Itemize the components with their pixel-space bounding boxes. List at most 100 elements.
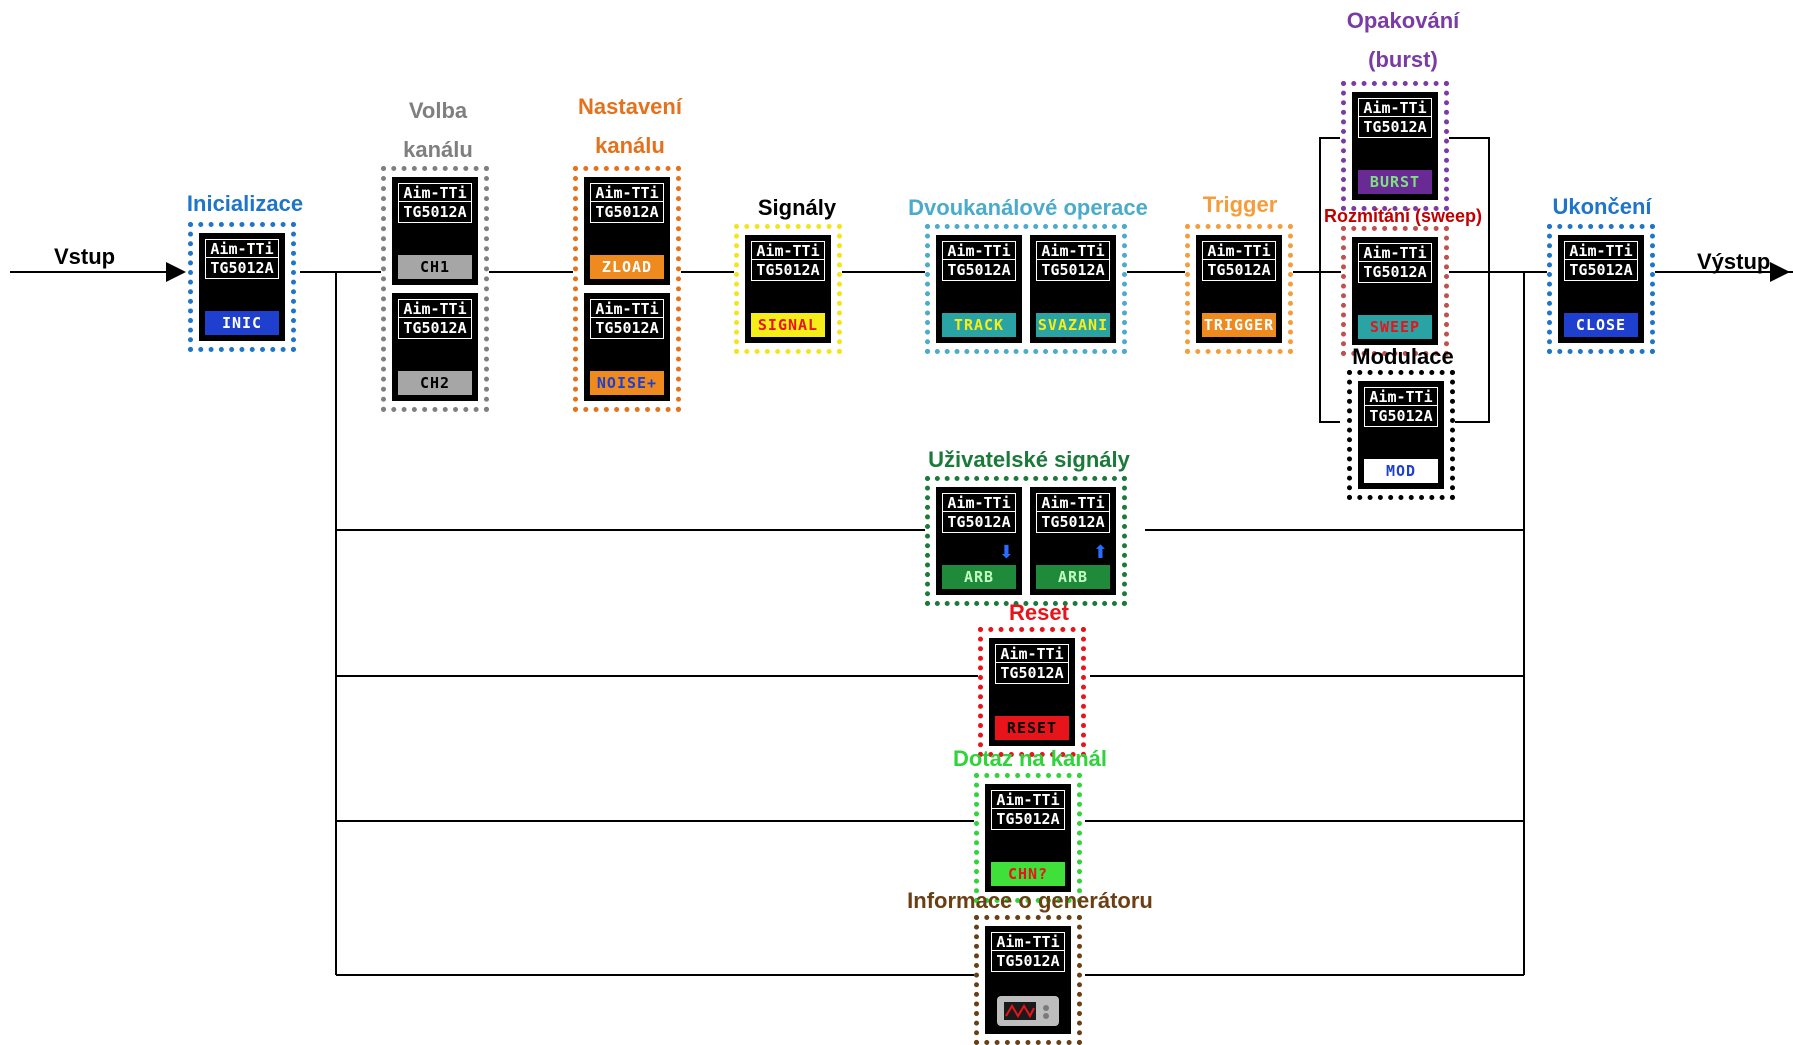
vi-model: TG5012A xyxy=(991,808,1065,830)
vi-model: TG5012A xyxy=(1036,511,1110,533)
mod-label: Modulace xyxy=(1352,344,1454,369)
channel-group: Aim-TTi TG5012A CH1 Aim-TTi TG5012A CH2 xyxy=(381,166,489,412)
track-vi-icon[interactable]: Aim-TTi TG5012A TRACK xyxy=(936,235,1022,343)
info-vi-icon[interactable]: Aim-TTi TG5012A xyxy=(985,926,1071,1034)
channel-label-line2: kanálu xyxy=(403,137,473,162)
noise-func: NOISE+ xyxy=(590,371,664,395)
query-vi-icon[interactable]: Aim-TTi TG5012A CHN? xyxy=(985,784,1071,892)
vi-brand: Aim-TTi xyxy=(1202,241,1276,260)
burst-label-line2: (burst) xyxy=(1368,47,1438,72)
vi-model: TG5012A xyxy=(398,317,472,339)
vi-brand: Aim-TTi xyxy=(398,183,472,202)
vi-model: TG5012A xyxy=(942,511,1016,533)
vi-brand: Aim-TTi xyxy=(1036,493,1110,512)
query-label: Dotaz na kanál xyxy=(952,746,1108,771)
arrow-down-icon: ⬇ xyxy=(998,542,1014,563)
arb-upload-vi-icon[interactable]: Aim-TTi TG5012A ⬆ ARB xyxy=(1030,487,1116,595)
vi-brand: Aim-TTi xyxy=(1036,241,1110,260)
init-group: Aim-TTi TG5012A INIC xyxy=(188,222,296,352)
vi-brand: Aim-TTi xyxy=(751,241,825,260)
input-label: Vstup xyxy=(54,244,116,269)
close-func: CLOSE xyxy=(1564,313,1638,337)
signals-label: Signály xyxy=(757,195,837,220)
arb-upload-func: ARB xyxy=(1036,565,1110,589)
reset-vi-icon[interactable]: Aim-TTi TG5012A RESET xyxy=(989,638,1075,746)
close-group: Aim-TTi TG5012A CLOSE xyxy=(1547,224,1655,354)
sweep-vi-icon[interactable]: Aim-TTi TG5012A SWEEP xyxy=(1352,237,1438,345)
vi-model: TG5012A xyxy=(1202,259,1276,281)
vi-model: TG5012A xyxy=(751,259,825,281)
dual-label: Dvoukanálové operace xyxy=(908,195,1148,220)
vi-model: TG5012A xyxy=(1036,259,1110,281)
vi-brand: Aim-TTi xyxy=(942,493,1016,512)
burst-label-line1: Opakování xyxy=(1346,8,1460,33)
reset-func: RESET xyxy=(995,716,1069,740)
trigger-label: Trigger xyxy=(1202,192,1278,217)
vi-model: TG5012A xyxy=(942,259,1016,281)
vi-model: TG5012A xyxy=(995,662,1069,684)
reset-group: Aim-TTi TG5012A RESET xyxy=(978,627,1086,757)
mod-vi-icon[interactable]: Aim-TTi TG5012A MOD xyxy=(1358,381,1444,489)
burst-group: Aim-TTi TG5012A BURST xyxy=(1341,81,1449,211)
zload-vi-icon[interactable]: Aim-TTi TG5012A ZLOAD xyxy=(584,177,670,285)
vi-brand: Aim-TTi xyxy=(991,932,1065,951)
arb-download-vi-icon[interactable]: Aim-TTi TG5012A ⬇ ARB xyxy=(936,487,1022,595)
vi-model: TG5012A xyxy=(590,317,664,339)
arb-label: Uživatelské signály xyxy=(928,447,1130,472)
vi-brand: Aim-TTi xyxy=(1564,241,1638,260)
dual-group: Aim-TTi TG5012A TRACK Aim-TTi TG5012A SV… xyxy=(925,224,1127,354)
burst-vi-icon[interactable]: Aim-TTi TG5012A BURST xyxy=(1352,92,1438,200)
track-func: TRACK xyxy=(942,313,1016,337)
reset-label: Reset xyxy=(1009,600,1069,625)
vi-model: TG5012A xyxy=(991,950,1065,972)
svazani-func: SVAZANI xyxy=(1036,313,1110,337)
vi-brand: Aim-TTi xyxy=(590,299,664,318)
sweep-label: Rozmítání (sweep) xyxy=(1323,206,1483,226)
mod-func: MOD xyxy=(1364,459,1438,483)
setup-label-line1: Nastavení xyxy=(578,94,682,119)
svazani-vi-icon[interactable]: Aim-TTi TG5012A SVAZANI xyxy=(1030,235,1116,343)
zload-func: ZLOAD xyxy=(590,255,664,279)
vi-model: TG5012A xyxy=(398,201,472,223)
output-label: Výstup xyxy=(1697,249,1771,274)
close-vi-icon[interactable]: Aim-TTi TG5012A CLOSE xyxy=(1558,235,1644,343)
signals-group: Aim-TTi TG5012A SIGNAL xyxy=(734,224,842,354)
info-group: Aim-TTi TG5012A xyxy=(974,915,1082,1045)
init-func: INIC xyxy=(205,311,279,335)
channel-label-line1: Volba xyxy=(408,98,468,123)
vi-model: TG5012A xyxy=(1364,405,1438,427)
query-group: Aim-TTi TG5012A CHN? xyxy=(974,773,1082,903)
mod-group: Aim-TTi TG5012A MOD xyxy=(1347,370,1455,500)
vi-model: TG5012A xyxy=(590,201,664,223)
ch1-func: CH1 xyxy=(398,255,472,279)
init-vi-icon[interactable]: Aim-TTi TG5012A INIC xyxy=(199,233,285,341)
vi-brand: Aim-TTi xyxy=(995,644,1069,663)
trigger-vi-icon[interactable]: Aim-TTi TG5012A TRIGGER xyxy=(1196,235,1282,343)
trigger-group: Aim-TTi TG5012A TRIGGER xyxy=(1185,224,1293,354)
arb-group: Aim-TTi TG5012A ⬇ ARB Aim-TTi TG5012A ⬆ … xyxy=(925,476,1127,606)
noise-vi-icon[interactable]: Aim-TTi TG5012A NOISE+ xyxy=(584,293,670,401)
vi-model: TG5012A xyxy=(205,257,279,279)
ch2-vi-icon[interactable]: Aim-TTi TG5012A CH2 xyxy=(392,293,478,401)
vi-brand: Aim-TTi xyxy=(1358,98,1432,117)
vi-brand: Aim-TTi xyxy=(205,239,279,258)
trigger-func: TRIGGER xyxy=(1202,313,1276,337)
vi-brand: Aim-TTi xyxy=(398,299,472,318)
setup-group: Aim-TTi TG5012A ZLOAD Aim-TTi TG5012A NO… xyxy=(573,166,681,412)
burst-func: BURST xyxy=(1358,170,1432,194)
vi-model: TG5012A xyxy=(1358,116,1432,138)
close-label: Ukončení xyxy=(1552,194,1652,219)
waveform-icon xyxy=(997,996,1059,1026)
signal-func: SIGNAL xyxy=(751,313,825,337)
vi-brand: Aim-TTi xyxy=(991,790,1065,809)
signal-vi-icon[interactable]: Aim-TTi TG5012A SIGNAL xyxy=(745,235,831,343)
init-label: Inicializace xyxy=(186,191,304,216)
vi-model: TG5012A xyxy=(1564,259,1638,281)
setup-label-line2: kanálu xyxy=(595,133,665,158)
ch1-vi-icon[interactable]: Aim-TTi TG5012A CH1 xyxy=(392,177,478,285)
sweep-group: Aim-TTi TG5012A SWEEP xyxy=(1341,226,1449,356)
info-label: Informace o generátoru xyxy=(907,888,1153,913)
arb-download-func: ARB xyxy=(942,565,1016,589)
vi-brand: Aim-TTi xyxy=(942,241,1016,260)
vi-brand: Aim-TTi xyxy=(590,183,664,202)
